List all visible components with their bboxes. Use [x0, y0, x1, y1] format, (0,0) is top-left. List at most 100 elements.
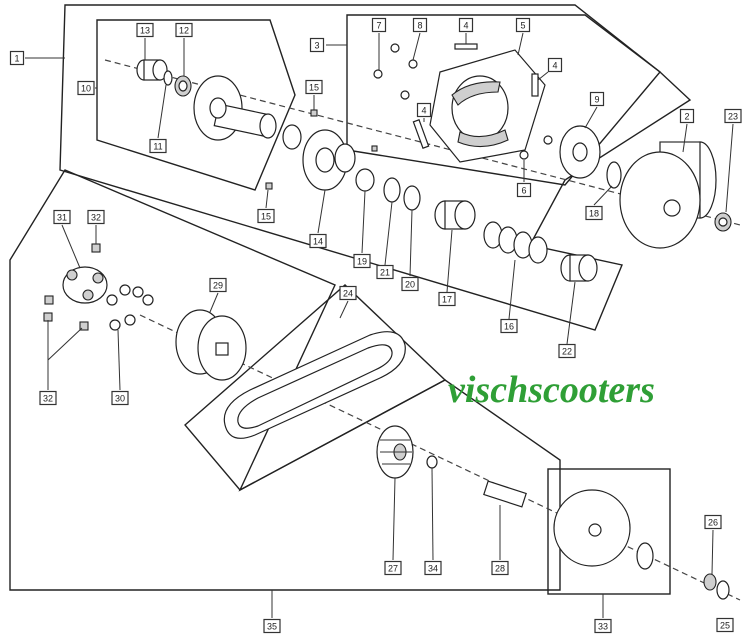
callout-label: 7: [376, 21, 381, 31]
callout-11: 11: [149, 138, 167, 154]
callout-label: 20: [405, 280, 415, 290]
callout-28: 28: [491, 560, 509, 576]
sliders-32: [43, 243, 101, 331]
callout-label: 27: [388, 564, 398, 574]
callout-label: 4: [421, 106, 426, 116]
callout-27: 27: [384, 560, 402, 576]
callout-1: 1: [9, 50, 25, 66]
group-3-frame: [346, 14, 662, 186]
clutch-hub-9: [559, 125, 601, 179]
callout-8: 8: [412, 17, 428, 33]
watermark-text: vischscooters: [448, 369, 655, 411]
pin-15a: [310, 109, 318, 117]
small-pin: [371, 145, 378, 152]
callout-label: 31: [57, 213, 67, 223]
callout-label: 12: [179, 26, 189, 36]
washer-18: [606, 161, 622, 189]
callout-15a: 15: [305, 79, 323, 95]
callout-label: 1: [14, 54, 19, 64]
callout-label: 18: [589, 209, 599, 219]
spring-16: [483, 221, 548, 264]
callout-label: 21: [380, 268, 390, 278]
callout-label: 4: [552, 61, 557, 71]
callout-label: 13: [140, 26, 150, 36]
callout-label: 32: [91, 213, 101, 223]
pin-15b: [265, 182, 273, 190]
callout-23: 23: [724, 108, 742, 124]
callout-label: 10: [81, 84, 91, 94]
callout-34: 34: [424, 560, 442, 576]
seal-ring: [282, 124, 302, 150]
callout-29: 29: [209, 277, 227, 293]
callout-label: 15: [261, 212, 271, 222]
callout-6: 6: [516, 182, 532, 198]
callout-4c: 4: [416, 102, 432, 118]
callout-label: 30: [115, 394, 125, 404]
callout-label: 22: [562, 347, 572, 357]
spring-4-side: [531, 73, 539, 97]
clutch-bell-2: [619, 141, 717, 249]
collar-17: [434, 200, 476, 230]
group-33-frame: [547, 468, 671, 595]
group-1-frame: [59, 4, 692, 331]
starter-gear-33: [553, 489, 631, 567]
variator-pulley-29: [175, 309, 247, 381]
oring-20: [403, 185, 421, 211]
callout-12: 12: [175, 22, 193, 38]
callout-16: 16: [500, 318, 518, 334]
washers-6: [519, 135, 553, 160]
bearing-12: [174, 75, 192, 97]
callout-3: 3: [309, 37, 325, 53]
callout-label: 2: [684, 112, 689, 122]
callout-32a: 32: [87, 209, 105, 225]
callout-33: 33: [594, 618, 612, 634]
spring-4-top: [454, 43, 478, 50]
needle-bearing-13: [136, 59, 168, 81]
callout-label: 11: [153, 142, 162, 152]
callout-label: 34: [428, 564, 438, 574]
callout-24: 24: [339, 285, 357, 301]
circlip-11: [163, 70, 173, 86]
callout-31: 31: [53, 209, 71, 225]
driven-pulley-fixed-half: [193, 75, 277, 141]
shaft-28: [483, 480, 527, 508]
callout-21: 21: [376, 264, 394, 280]
callout-label: 9: [594, 95, 599, 105]
callout-label: 28: [495, 564, 505, 574]
callout-20: 20: [401, 276, 419, 292]
spring-4-left: [412, 119, 430, 149]
callout-18: 18: [585, 205, 603, 221]
leader-lines: [25, 32, 734, 618]
clutch-plate-5: [429, 49, 546, 163]
callout-13: 13: [136, 22, 154, 38]
callout-label: 29: [213, 281, 223, 291]
callout-label: 35: [267, 622, 277, 632]
pinion-26-25: [636, 542, 730, 600]
callout-label: 25: [720, 621, 730, 631]
callout-15b: 15: [257, 208, 275, 224]
callout-17: 17: [438, 291, 456, 307]
callout-10: 10: [77, 80, 95, 96]
callout-label: 24: [343, 289, 353, 299]
oring-19: [355, 168, 375, 192]
callout-9: 9: [589, 91, 605, 107]
callout-2: 2: [679, 108, 695, 124]
fan-27: [376, 425, 414, 479]
nut-23: [714, 212, 732, 232]
callout-label: 32: [43, 394, 53, 404]
callout-label: 6: [521, 186, 526, 196]
callout-19: 19: [353, 253, 371, 269]
group-24-frame: [184, 284, 447, 491]
callout-7: 7: [371, 17, 387, 33]
screws-7-8: [373, 43, 418, 100]
callout-30: 30: [111, 390, 129, 406]
spring-seat-22: [560, 254, 598, 282]
callout-14: 14: [309, 233, 327, 249]
callout-label: 23: [728, 112, 738, 122]
callout-32b: 32: [39, 390, 57, 406]
callout-label: 14: [313, 237, 323, 247]
callout-label: 17: [442, 295, 452, 305]
callout-35: 35: [263, 618, 281, 634]
